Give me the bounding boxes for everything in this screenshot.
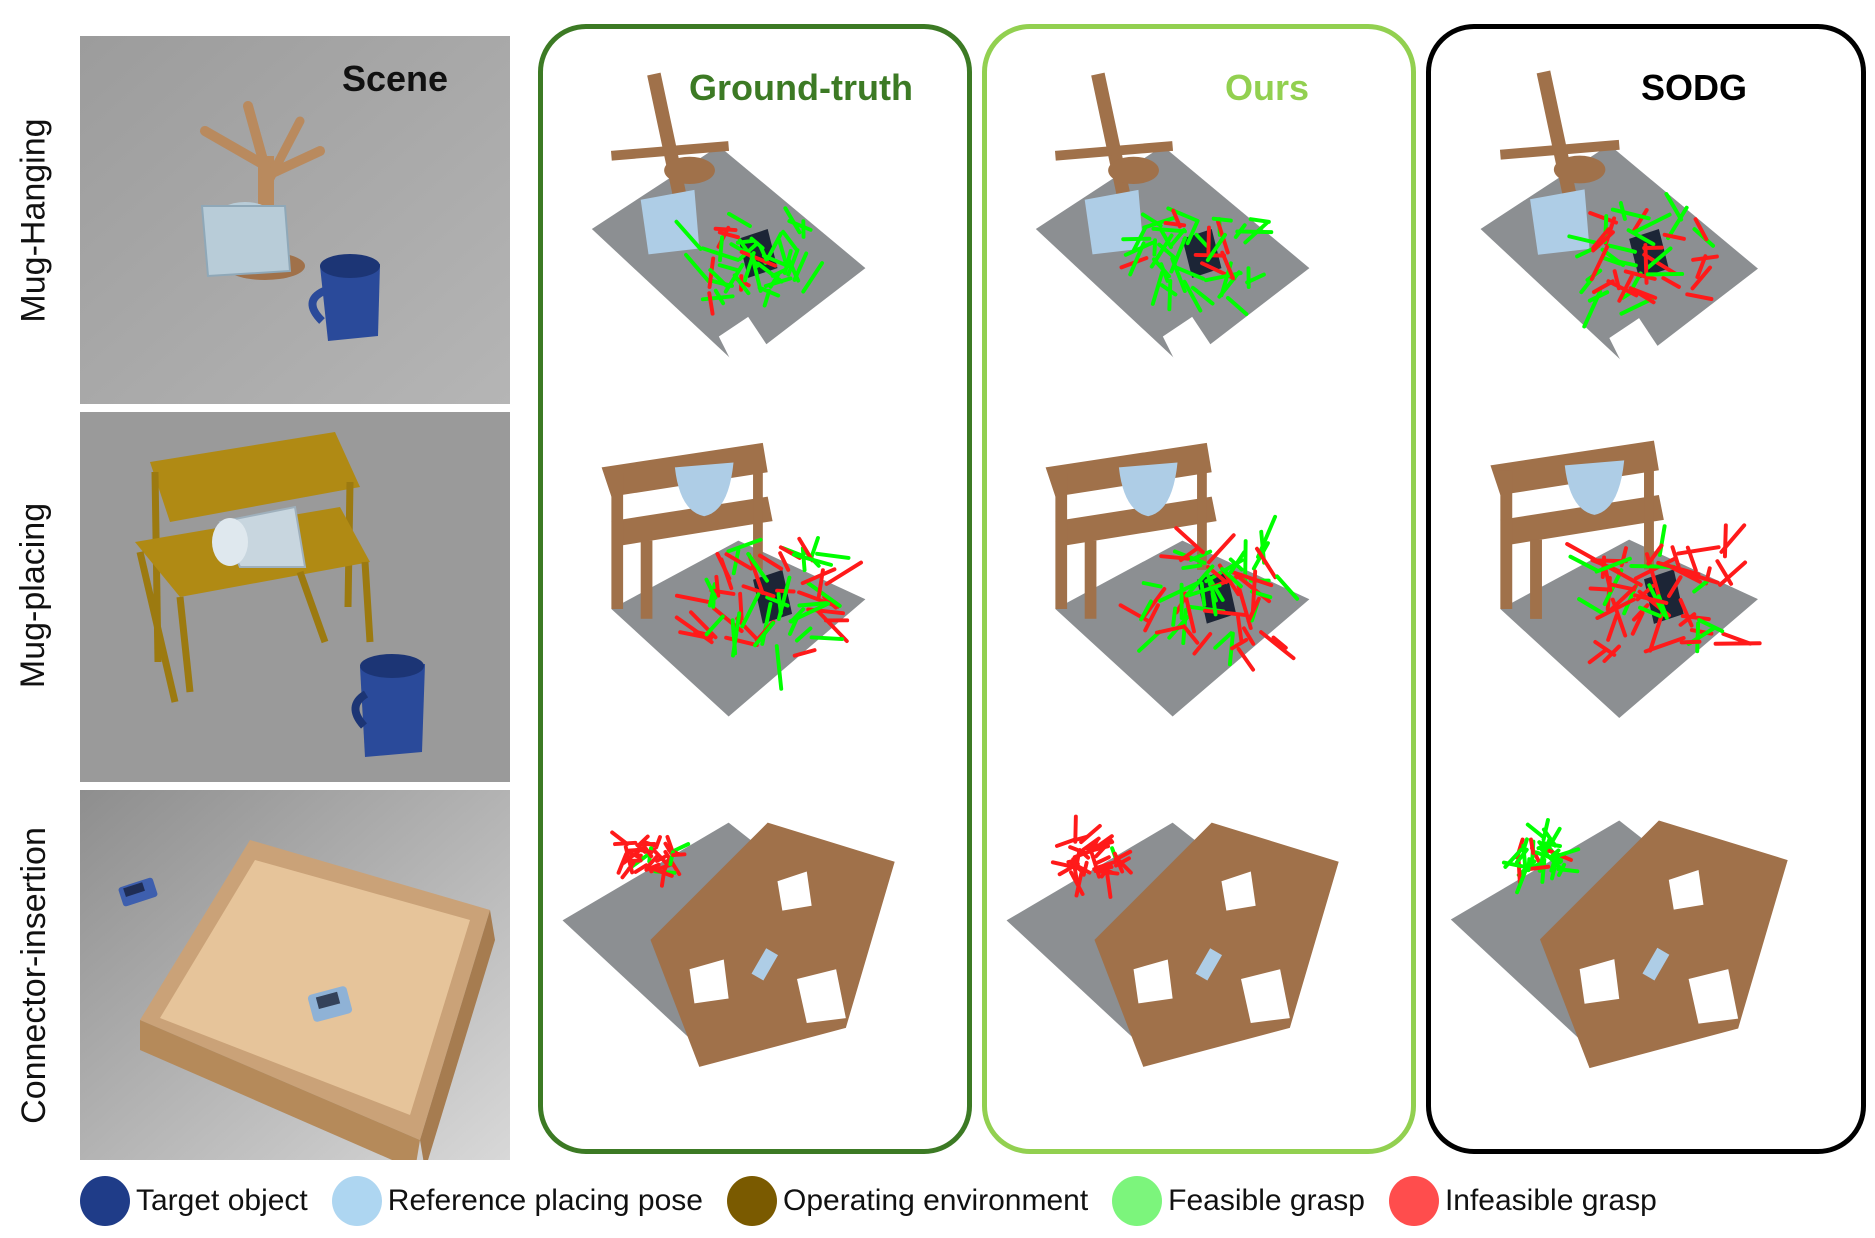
occlusion-hole — [718, 316, 768, 376]
reference-connector — [1195, 948, 1223, 981]
shelf-leg — [753, 472, 763, 570]
legend-swatch — [1388, 1176, 1439, 1226]
row-label-mug-hanging: Mug-Hanging — [12, 40, 56, 400]
scene-image-mug-placing — [80, 412, 510, 782]
render-mug-placing — [543, 429, 967, 789]
render-connector-insertion — [543, 799, 967, 1149]
legend-swatch — [727, 1176, 777, 1226]
legend-swatch — [80, 1176, 130, 1226]
scene-image-mug-hanging: Scene — [80, 36, 510, 404]
mug-tree-base — [1553, 155, 1606, 184]
legend-label: Infeasible grasp — [1444, 1184, 1657, 1217]
reference-connector — [1642, 947, 1670, 981]
panel-title-sodg: SODG — [1641, 67, 1748, 108]
panel-ground-truth: Ground-truth — [538, 24, 972, 1154]
legend-label: Operating environment — [783, 1184, 1089, 1217]
render-mug-placing — [987, 429, 1411, 789]
row-label-connector-insertion: Connector-insertion — [12, 790, 56, 1160]
box-hole — [689, 959, 729, 1004]
shelf-middle — [1055, 496, 1217, 546]
reference-mug — [1564, 460, 1625, 515]
legend-label: Target object — [136, 1184, 308, 1217]
reference-connector — [751, 948, 779, 981]
box-hole — [1579, 959, 1620, 1004]
shelf-leg — [1084, 540, 1097, 619]
reference-mug — [1530, 189, 1590, 255]
target-mug — [1629, 229, 1669, 279]
row-label-text: Mug-placing — [14, 502, 53, 688]
row-label-text: Connector-insertion — [14, 826, 53, 1124]
box-hole — [1221, 871, 1256, 911]
mug-tree-branch — [610, 141, 730, 161]
legend-label: Reference placing pose — [387, 1184, 703, 1217]
render-mug-hanging — [543, 49, 967, 409]
scene-title: Scene — [342, 58, 449, 99]
box-hole — [797, 969, 846, 1023]
shelf-leg — [611, 472, 624, 609]
legend-item-reference-placing-pose: Reference placing pose — [331, 1176, 703, 1226]
legend-item-infeasible-grasp: Infeasible grasp — [1388, 1176, 1657, 1226]
scene-image-connector-insertion — [80, 790, 510, 1160]
render-connector-insertion — [1431, 799, 1861, 1149]
shelf-leg — [1530, 539, 1542, 619]
shelf-leg — [1197, 472, 1207, 570]
box-hole — [1133, 959, 1173, 1004]
mug-tree-branch — [1054, 141, 1174, 161]
panel-sodg: SODG — [1426, 24, 1866, 1154]
box-hole — [1668, 870, 1704, 910]
reference-mug — [1118, 462, 1178, 517]
mug-tree-base — [664, 156, 715, 185]
table-surface — [1500, 539, 1758, 718]
mug-tree-branch — [1499, 139, 1620, 160]
legend-item-operating-environment: Operating environment — [727, 1176, 1088, 1226]
panel-title-ours: Ours — [1225, 67, 1310, 108]
render-mug-hanging — [1431, 49, 1861, 409]
legend-item-feasible-grasp: Feasible grasp — [1112, 1176, 1365, 1226]
render-connector-insertion — [987, 799, 1411, 1149]
mug-tree-base — [1108, 156, 1159, 185]
shelf-leg — [1644, 470, 1654, 570]
box-hole — [1241, 969, 1290, 1023]
row-label-text: Mug-Hanging — [14, 117, 53, 323]
reference-mug — [640, 189, 700, 255]
render-mug-hanging — [987, 49, 1411, 409]
row-label-mug-placing: Mug-placing — [12, 410, 56, 780]
shelf-leg — [1500, 470, 1513, 609]
legend: Target object Reference placing pose Ope… — [80, 1175, 1657, 1227]
reference-mug — [674, 462, 734, 517]
shelf-leg — [1055, 472, 1068, 609]
legend-item-target-object: Target object — [80, 1176, 308, 1226]
box-hole — [777, 871, 812, 911]
render-mug-placing — [1431, 429, 1861, 789]
shelf-middle — [611, 496, 773, 546]
legend-label: Feasible grasp — [1168, 1184, 1365, 1217]
box-hole — [1688, 969, 1739, 1024]
panel-ours: Ours — [982, 24, 1416, 1154]
shelf-middle — [1500, 495, 1664, 545]
legend-swatch — [1112, 1176, 1163, 1226]
shelf-leg — [640, 540, 653, 619]
occlusion-hole — [1609, 318, 1659, 378]
legend-swatch — [331, 1176, 382, 1226]
panel-title-ground-truth: Ground-truth — [689, 67, 913, 108]
